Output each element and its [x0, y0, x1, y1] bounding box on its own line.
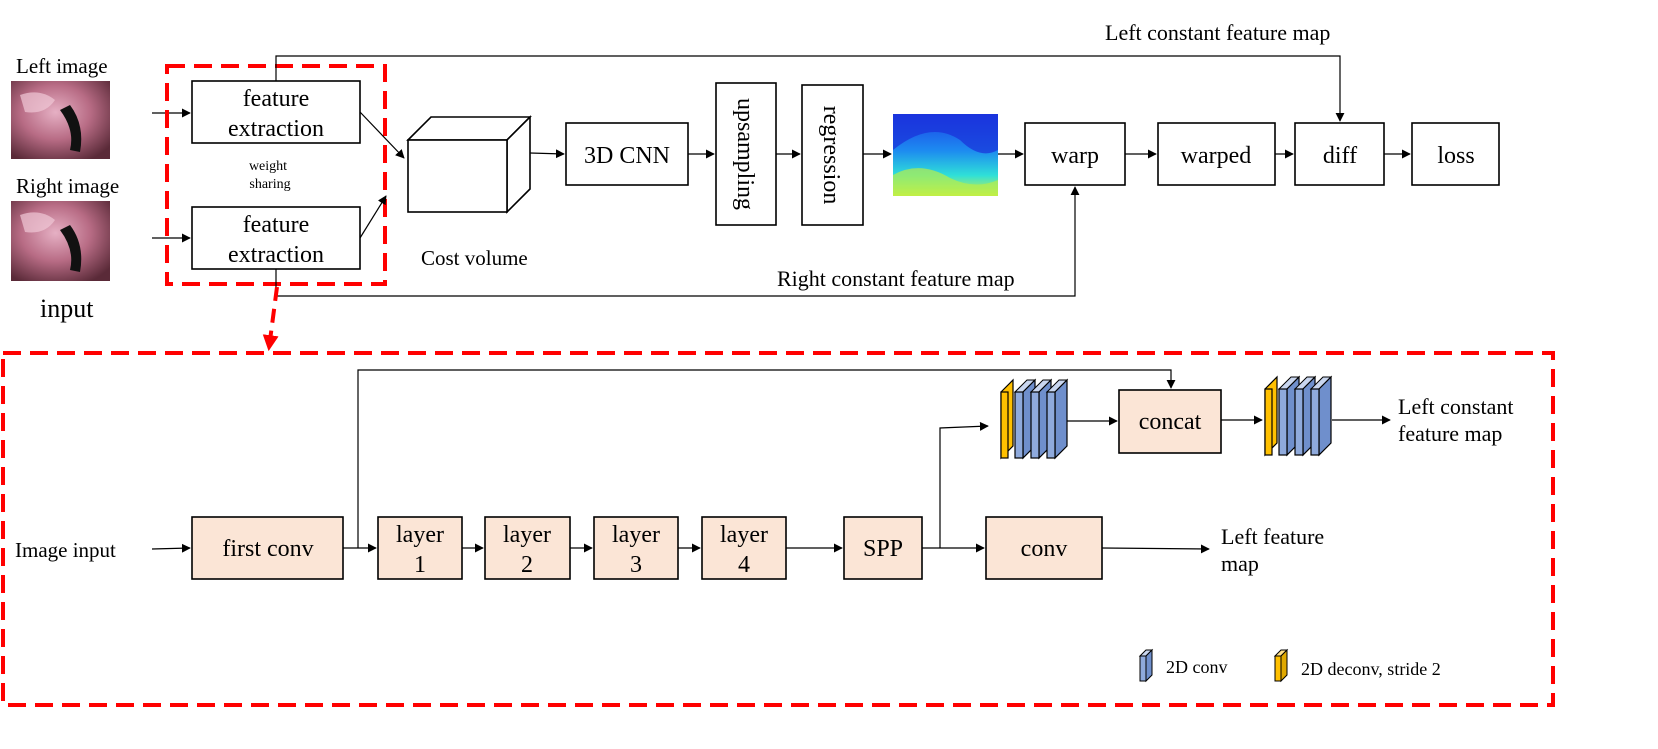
cost-volume-label: Cost volume: [421, 246, 528, 270]
right-constant-feature-map-label: Right constant feature map: [777, 266, 1015, 291]
layer-1-label-1: layer: [396, 522, 444, 548]
image-input-label: Image input: [15, 538, 116, 562]
warped-box: warped: [1157, 122, 1276, 186]
layer-4-label-1: layer: [720, 522, 768, 548]
upsampling-box: upsampling: [715, 82, 777, 226]
left-constant-feature-map-detail-label-1: Left constant: [1398, 394, 1513, 419]
feature-extraction-top-label-2: extraction: [228, 116, 324, 142]
right-constant-feature-path: [275, 186, 1080, 297]
warp-label: warp: [1051, 143, 1099, 169]
conv-stack-2: [1264, 376, 1332, 456]
conv-stack-1: [1000, 379, 1068, 459]
layer-2-box: layer 2: [484, 516, 571, 580]
legend: 2D conv 2D deconv, stride 2: [1138, 648, 1441, 683]
legend-2d-deconv-swatch: [1273, 648, 1289, 683]
feature-extraction-bottom-label-2: extraction: [228, 242, 324, 268]
cnn3d-box: 3D CNN: [565, 122, 689, 186]
right-image-thumbnail: [11, 201, 110, 281]
legend-2d-conv-label: 2D conv: [1166, 657, 1228, 677]
feature-extraction-bottom-box: feature extraction: [191, 206, 361, 270]
layer-3-box: layer 3: [593, 516, 679, 580]
disparity-map-image: [893, 114, 998, 196]
concat-box: concat: [1118, 389, 1222, 454]
left-constant-feature-map-detail-label-2: feature map: [1398, 421, 1502, 446]
detail-connector: [262, 286, 279, 352]
spp-box: SPP: [843, 516, 923, 580]
loss-box: loss: [1411, 122, 1500, 186]
diff-box: diff: [1294, 122, 1385, 186]
legend-2d-conv-swatch: [1138, 648, 1154, 683]
left-image-label: Left image: [16, 54, 108, 78]
layer-3-label-1: layer: [612, 522, 660, 548]
feature-extraction-top-label-1: feature: [243, 86, 310, 112]
warp-box: warp: [1024, 122, 1126, 186]
diff-label: diff: [1323, 143, 1357, 169]
warped-label: warped: [1181, 143, 1252, 169]
layer-2-label-2: 2: [521, 552, 533, 578]
right-image-label: Right image: [16, 174, 119, 198]
layer-1-box: layer 1: [377, 516, 463, 580]
legend-2d-deconv-label: 2D deconv, stride 2: [1301, 659, 1441, 679]
left-feature-map-label-2: map: [1221, 551, 1259, 576]
spp-branch-path: [939, 421, 989, 548]
layer-3-label-2: 3: [630, 552, 642, 578]
concat-label: concat: [1139, 409, 1202, 435]
skip-connection-path: [357, 369, 1176, 548]
spp-label: SPP: [863, 536, 903, 562]
feature-extraction-detail-frame: [1, 351, 1555, 707]
layer-4-label-2: 4: [738, 552, 750, 578]
left-feature-map-label-1: Left feature: [1221, 524, 1324, 549]
input-label: input: [40, 294, 94, 323]
weight-sharing-label-2: sharing: [249, 177, 290, 192]
regression-box: regression: [801, 84, 864, 226]
layer-1-label-2: 1: [414, 552, 426, 578]
feature-extraction-bottom-label-1: feature: [243, 212, 310, 238]
left-constant-feature-path: [275, 55, 1345, 122]
first-conv-label: first conv: [222, 536, 313, 562]
layer-4-box: layer 4: [701, 516, 787, 580]
weight-sharing-label-1: weight: [249, 159, 287, 174]
first-conv-box: first conv: [191, 516, 344, 580]
conv-box: conv: [985, 516, 1103, 580]
cost-volume-cube: [406, 115, 532, 214]
left-constant-feature-map-label: Left constant feature map: [1105, 20, 1330, 45]
left-image-thumbnail: [11, 81, 110, 159]
cnn3d-label: 3D CNN: [584, 143, 670, 169]
loss-label: loss: [1437, 143, 1474, 169]
regression-label: regression: [818, 106, 844, 205]
layer-2-label-1: layer: [503, 522, 551, 548]
upsampling-label: upsampling: [732, 98, 758, 210]
conv-label: conv: [1021, 536, 1068, 562]
feature-extraction-top-box: feature extraction: [191, 80, 361, 144]
